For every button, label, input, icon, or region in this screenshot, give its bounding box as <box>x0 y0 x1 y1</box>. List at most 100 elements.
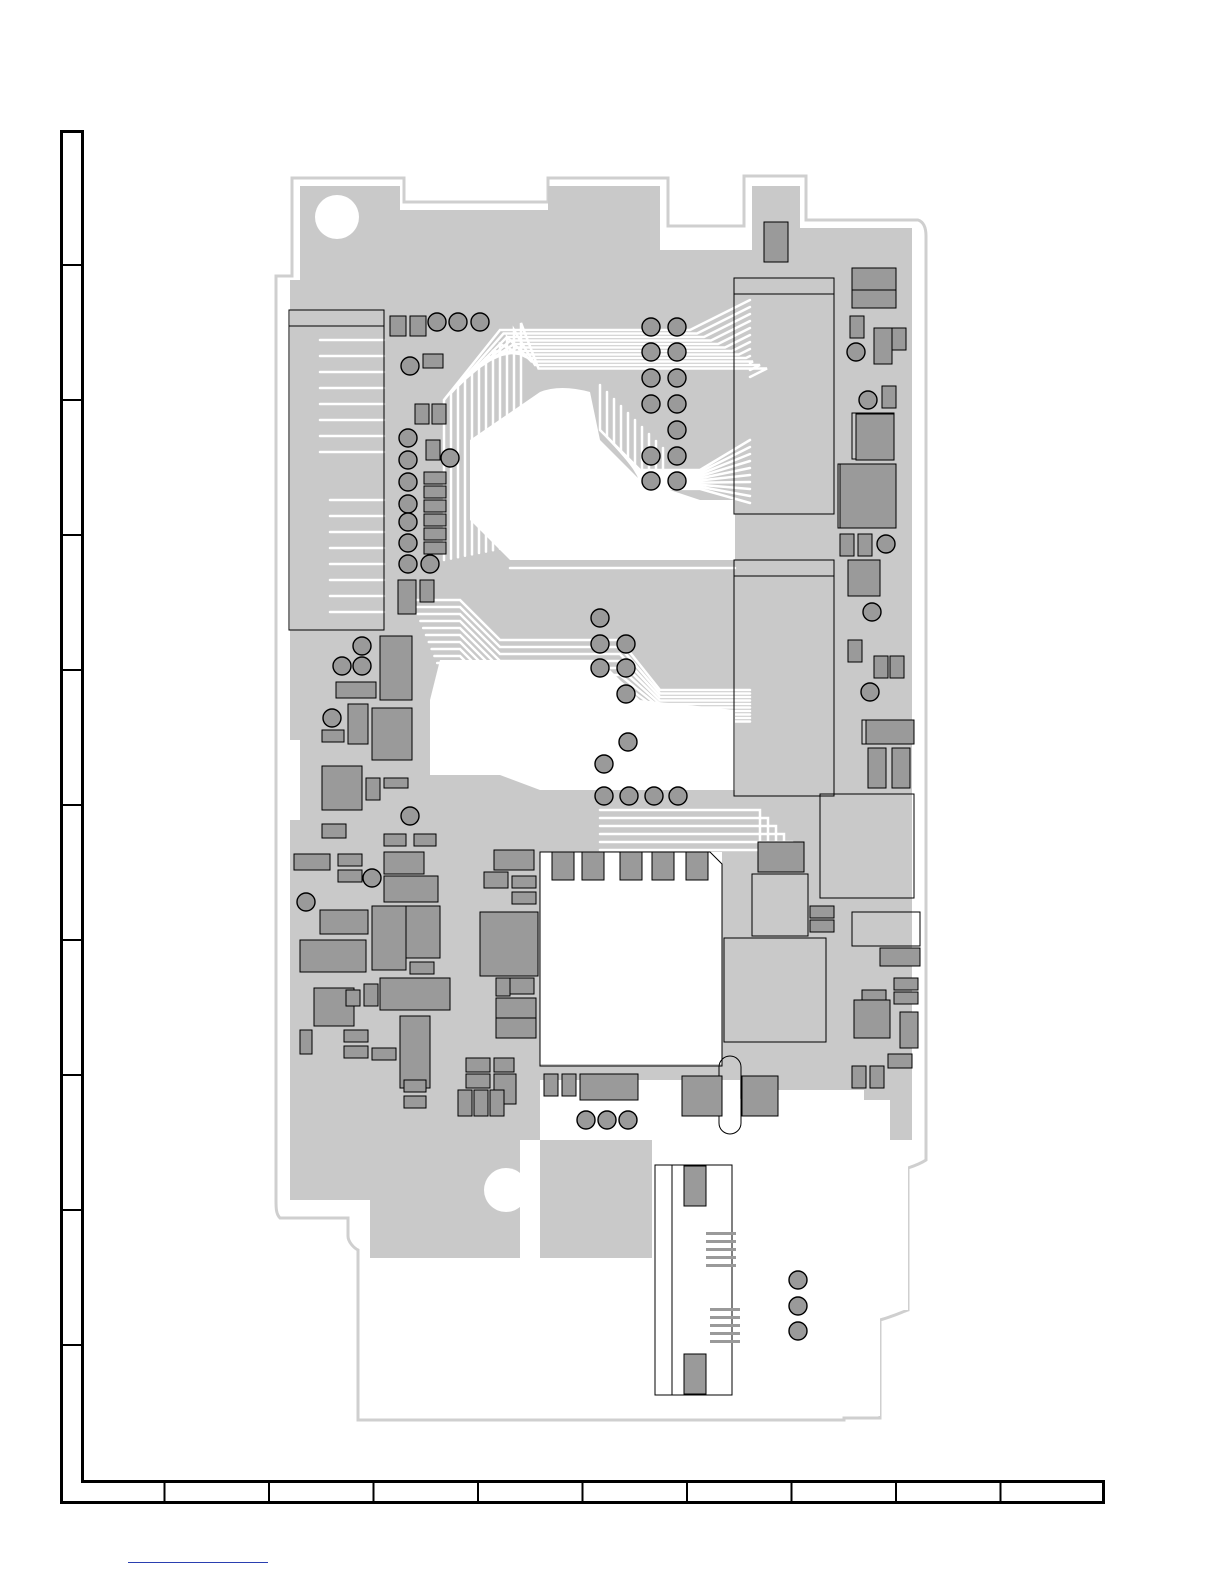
smd-pad <box>840 534 854 556</box>
smd-pad <box>484 872 508 888</box>
test-point <box>619 1111 637 1129</box>
smd-pad <box>494 1058 514 1072</box>
smd-pad <box>322 766 362 810</box>
smd-pad <box>510 978 534 994</box>
smd-pad <box>366 778 380 800</box>
smd-pad <box>344 1030 368 1042</box>
test-point <box>399 429 417 447</box>
test-point <box>449 313 467 331</box>
smd-pad <box>424 486 446 498</box>
smd-pad <box>856 414 894 460</box>
smd-pad <box>338 854 362 866</box>
test-point <box>642 472 660 490</box>
test-point <box>591 659 609 677</box>
test-point <box>668 318 686 336</box>
smd-pad <box>512 876 536 888</box>
smd-pad <box>372 708 412 760</box>
smd-pad <box>866 720 914 744</box>
smd-pad <box>620 852 642 880</box>
test-point <box>877 535 895 553</box>
test-point <box>399 513 417 531</box>
smd-pad <box>880 948 920 966</box>
test-point <box>642 343 660 361</box>
smd-pad <box>490 1090 504 1116</box>
smd-pad <box>380 978 450 1010</box>
smd-pad <box>552 852 574 880</box>
test-point <box>595 787 613 805</box>
test-point <box>617 635 635 653</box>
connector-finger <box>706 1264 736 1267</box>
smd-pad <box>410 316 426 336</box>
test-point <box>668 421 686 439</box>
smd-pad <box>852 290 896 308</box>
smd-pad <box>562 1074 576 1096</box>
smd-pad <box>870 1066 884 1088</box>
connector-finger <box>710 1308 740 1311</box>
smd-pad <box>384 876 438 902</box>
smd-pad <box>900 1012 918 1048</box>
smd-pad <box>848 640 862 662</box>
test-point <box>598 1111 616 1129</box>
smd-pad <box>496 1018 536 1038</box>
smd-pad <box>400 1016 430 1088</box>
test-point <box>297 893 315 911</box>
smd-pad <box>424 472 446 484</box>
smd-pad <box>398 580 416 614</box>
test-point <box>591 609 609 627</box>
connector-finger <box>706 1248 736 1251</box>
smd-pad <box>852 1066 866 1088</box>
smd-pad <box>344 1046 368 1058</box>
test-point <box>668 447 686 465</box>
smd-pad <box>852 268 896 290</box>
smd-pad <box>432 404 446 424</box>
smd-pad <box>890 656 904 678</box>
test-point <box>642 447 660 465</box>
smd-pad <box>415 404 429 424</box>
smd-pad <box>474 1090 488 1116</box>
smd-pad <box>512 892 536 904</box>
smd-pad <box>364 984 378 1006</box>
smd-pad <box>424 528 446 540</box>
test-point <box>861 683 879 701</box>
smd-pad <box>850 316 864 338</box>
smd-pad <box>758 842 804 872</box>
smd-pad <box>380 636 412 700</box>
smd-pad <box>372 906 406 970</box>
test-point <box>595 755 613 773</box>
smd-pad <box>338 870 362 882</box>
smd-pad <box>372 1048 396 1060</box>
smd-pad <box>684 1354 706 1394</box>
smd-pad <box>414 834 436 846</box>
smd-pad <box>764 222 788 262</box>
test-point <box>399 555 417 573</box>
smd-pad <box>404 1096 426 1108</box>
smd-pad <box>894 992 918 1004</box>
smd-pad <box>580 1074 638 1100</box>
test-point <box>577 1111 595 1129</box>
test-point <box>353 637 371 655</box>
smd-pad <box>320 910 368 934</box>
smd-pad <box>854 1000 890 1038</box>
smd-pad <box>840 464 896 528</box>
test-point <box>617 659 635 677</box>
smd-pad <box>294 854 330 870</box>
test-point <box>363 869 381 887</box>
test-point <box>789 1297 807 1315</box>
test-point <box>645 787 663 805</box>
smd-pad <box>868 748 886 788</box>
smd-pad <box>848 560 880 596</box>
test-point <box>421 555 439 573</box>
smd-pad <box>858 534 872 556</box>
smd-pad <box>810 920 834 932</box>
smd-pad <box>652 852 674 880</box>
footer-link-underline <box>128 1548 268 1563</box>
test-point <box>471 313 489 331</box>
smd-pad <box>480 912 538 976</box>
test-point <box>668 369 686 387</box>
test-point <box>642 395 660 413</box>
smd-pad <box>424 500 446 512</box>
smd-pad <box>410 962 434 974</box>
connector-finger <box>706 1240 736 1243</box>
test-point <box>847 343 865 361</box>
